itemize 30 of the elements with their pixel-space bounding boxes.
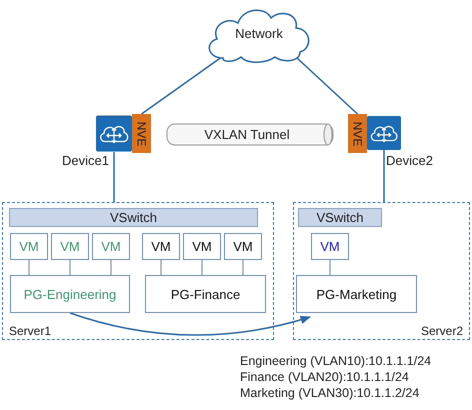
nve-box: NVE [132, 114, 151, 153]
tunnel-label: VXLAN Tunnel [204, 126, 291, 144]
nve-box: NVE [348, 114, 367, 153]
vswitch-bar: VSwitch [9, 208, 258, 227]
vm-box: VM [142, 233, 180, 260]
port-group-box: PG-Finance [145, 275, 266, 313]
device-label: Device1 [62, 154, 109, 167]
port-group-box: PG-Marketing [296, 275, 417, 313]
port-group-box: PG-Engineering [10, 275, 130, 313]
vm-box: VM [183, 233, 221, 260]
server-label: Server2 [420, 325, 463, 337]
vm-box: VM [92, 233, 130, 260]
device-label: Device2 [386, 154, 433, 167]
vm-box: VM [10, 233, 48, 260]
connector-line [113, 152, 115, 202]
connector-line [383, 150, 385, 202]
connector-line [160, 260, 162, 276]
arrow [70, 312, 311, 336]
connector-line [242, 260, 244, 276]
vlan-address-note: Marketing (VLAN30):10.1.1.2/24 [240, 385, 420, 401]
connector-line [28, 260, 30, 276]
vm-box: VM [224, 233, 262, 260]
connector-line [110, 260, 112, 276]
vlan-address-note: Engineering (VLAN10):10.1.1.1/24 [240, 353, 432, 369]
vlan-address-note: Finance (VLAN20):10.1.1.1/24 [240, 369, 410, 385]
server-label: Server1 [9, 325, 52, 337]
vswitch-bar: VSwitch [298, 208, 382, 227]
vm-box: VM [311, 233, 349, 260]
vm-box: VM [51, 233, 89, 260]
cloud-label: Network [235, 25, 283, 44]
